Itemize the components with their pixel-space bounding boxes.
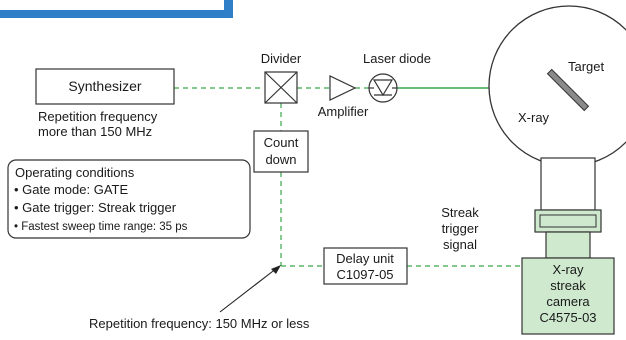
bottom-annotation: Repetition frequency: 150 MHz or less: [89, 316, 310, 331]
delay-unit-line1: Delay unit: [336, 251, 394, 266]
xray-label: X-ray: [518, 110, 550, 125]
streak-trigger-line3: signal: [443, 237, 477, 252]
camera-label-line1: X-ray: [552, 262, 584, 277]
amplifier-label: Amplifier: [318, 104, 369, 119]
target-label: Target: [568, 59, 605, 74]
target-plate: [546, 68, 590, 112]
streak-trigger-line1: Streak: [441, 205, 479, 220]
camera-label-line4: C4575-03: [539, 310, 596, 325]
divider-label: Divider: [261, 51, 302, 66]
camera-label-line2: streak: [550, 278, 586, 293]
camera-flange-inner: [539, 214, 597, 228]
operating-condition-item: • Fastest sweep time range: 35 ps: [14, 221, 188, 233]
camera-neck: [545, 231, 591, 259]
streak-trigger-line2: trigger: [442, 221, 480, 236]
signal-lines: [174, 87, 522, 267]
rep-freq-line2: more than 150 MHz: [38, 124, 152, 139]
operating-conditions-title: Operating conditions: [15, 165, 135, 180]
target-chamber: [488, 5, 626, 167]
operating-condition-item: • Gate trigger: Streak trigger: [14, 200, 177, 215]
triangle-amplifier-icon: [329, 75, 357, 101]
countdown-line2: down: [265, 152, 296, 167]
rep-freq-line1: Repetition frequency: [38, 109, 158, 124]
crossed-box-icon: [264, 71, 298, 104]
operating-conditions-box: [7, 159, 251, 239]
laser-diode-label: Laser diode: [363, 51, 431, 66]
camera-label-line3: camera: [546, 294, 590, 309]
synthesizer-label: Synthesizer: [68, 78, 141, 94]
delay-unit-box: [323, 247, 408, 285]
countdown-line1: Count: [264, 135, 299, 150]
synthesizer-box: [35, 68, 175, 105]
annotation-arrowhead: [271, 265, 281, 274]
delay-unit-line2: C1097-05: [336, 267, 393, 282]
camera-tube: [540, 157, 596, 211]
operating-condition-item: • Gate mode: GATE: [14, 182, 128, 197]
annotation-pointer: [219, 267, 278, 313]
header-accent-inner: [0, 0, 224, 10]
countdown-box: [253, 130, 309, 173]
xray-streak-camera-box: [521, 257, 615, 335]
diode-in-circle-icon: [368, 73, 398, 103]
